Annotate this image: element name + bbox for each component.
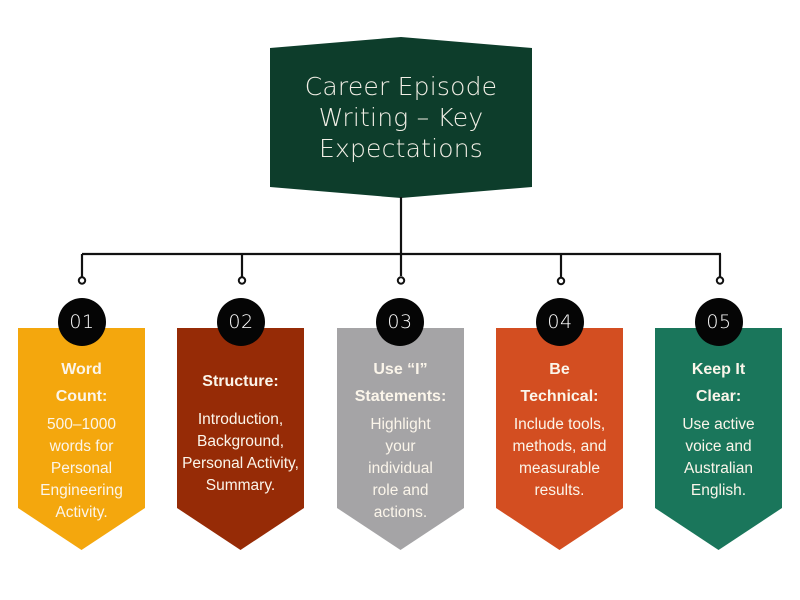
connector-dot-icon (77, 276, 87, 285)
card-heading: Use “I” Statements: (354, 361, 447, 405)
card-heading: Be Technical: (520, 361, 599, 405)
card-body: Introduction, Background, Personal Activ… (182, 411, 299, 494)
card-structure: Structure: Introduction, Background, Per… (177, 328, 304, 550)
connector-dot-icon (237, 276, 247, 285)
card-be-technical: Be Technical: Include tools, methods, an… (496, 328, 623, 550)
card-body: Highlight your individual role and actio… (368, 416, 433, 521)
card-use-i-statements: Use “I” Statements: Highlight your indiv… (337, 328, 464, 550)
card-body: Include tools, methods, and measurable r… (512, 416, 607, 499)
step-badge-03: 03 (376, 298, 424, 346)
connector-dot-icon (556, 276, 566, 286)
card-body: 500–1000 words for Personal Engineering … (40, 416, 123, 521)
step-badge-04: 04 (536, 298, 584, 346)
card-heading: Word Count: (55, 361, 108, 405)
card-keep-it-clear: Keep It Clear: Use active voice and Aust… (655, 328, 782, 550)
step-badge-02: 02 (217, 298, 265, 346)
card-heading: Keep It Clear: (691, 361, 746, 405)
card-word-count: Word Count: 500–1000 words for Personal … (18, 328, 145, 550)
card-body: Use active voice and Australian English. (682, 416, 755, 499)
step-badge-01: 01 (58, 298, 106, 346)
card-heading: Structure: (202, 373, 279, 390)
connector-dot-icon (396, 276, 406, 285)
step-badge-05: 05 (695, 298, 743, 346)
diagram-title: Career Episode Writing – Key Expectation… (304, 72, 498, 163)
connector-dot-icon (715, 276, 725, 285)
title-banner: Career Episode Writing – Key Expectation… (270, 37, 532, 198)
